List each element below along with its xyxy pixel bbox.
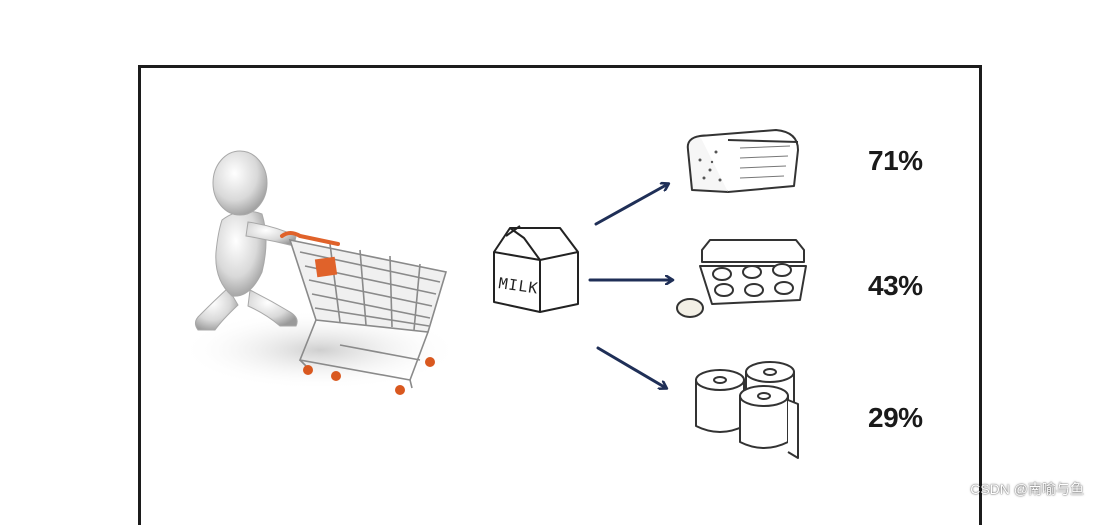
shopper-with-cart-illustration: [180, 150, 460, 395]
arrow-to-toilet-paper: [596, 346, 666, 388]
watermark: CSDN @南喻与鱼: [970, 481, 1084, 497]
arrow-to-bread: [594, 184, 668, 226]
bread-icon: [686, 129, 799, 193]
diagram-canvas: MILK: [180, 129, 807, 459]
bread-percentage: 71%: [868, 145, 923, 176]
eggs-icon: [676, 239, 807, 318]
toilet-paper-percentage: 29%: [868, 402, 923, 433]
milk-carton-label: MILK: [497, 274, 539, 297]
milk-carton-icon: [493, 225, 579, 313]
eggs-percentage: 43%: [868, 270, 923, 301]
toilet-paper-icon: [695, 361, 799, 459]
